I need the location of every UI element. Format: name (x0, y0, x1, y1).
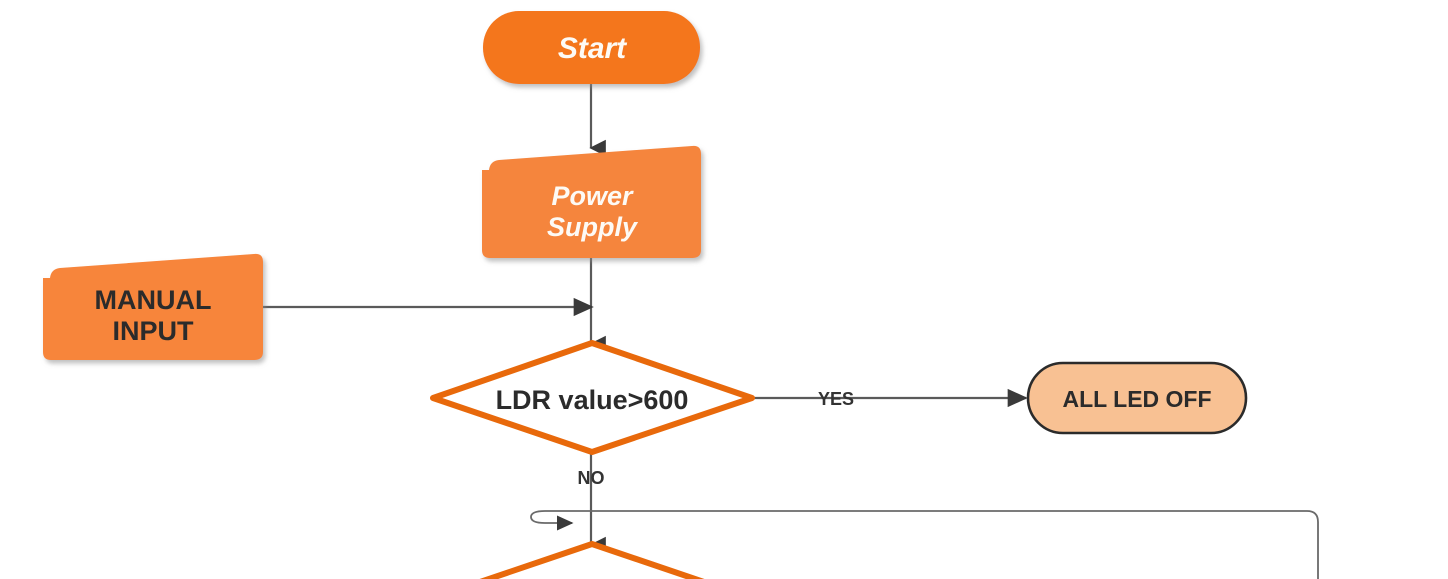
node-decision-ldr[interactable] (430, 340, 755, 455)
node-manual-input[interactable] (43, 253, 263, 360)
decision-next-shape (479, 541, 705, 579)
all-led-off-label: ALL LED OFF (1062, 386, 1211, 412)
start-shape (483, 11, 700, 84)
node-decision-next[interactable] (424, 541, 760, 579)
node-start[interactable] (483, 11, 700, 84)
manual-input-label-line2: INPUT (113, 316, 195, 346)
power-supply-label-line1: Power (551, 181, 634, 211)
all-led-off-shape (1026, 361, 1248, 435)
start-label: Start (558, 32, 628, 65)
edge-loopback-hook (530, 510, 574, 531)
edge-loopback-path (545, 510, 1319, 579)
decision-ldr-label: LDR value>600 (496, 385, 689, 415)
manual-input-shape (43, 253, 263, 360)
manual-input-label-line1: MANUAL (95, 285, 212, 315)
edge-label-yes: YES (818, 389, 854, 409)
node-all-led-off[interactable] (1026, 361, 1248, 435)
node-power-supply[interactable] (482, 145, 701, 258)
power-supply-shape (482, 145, 701, 258)
decision-ldr-shape (430, 340, 755, 455)
power-supply-label-line2: Supply (547, 212, 639, 242)
edge-label-no: NO (578, 468, 605, 488)
